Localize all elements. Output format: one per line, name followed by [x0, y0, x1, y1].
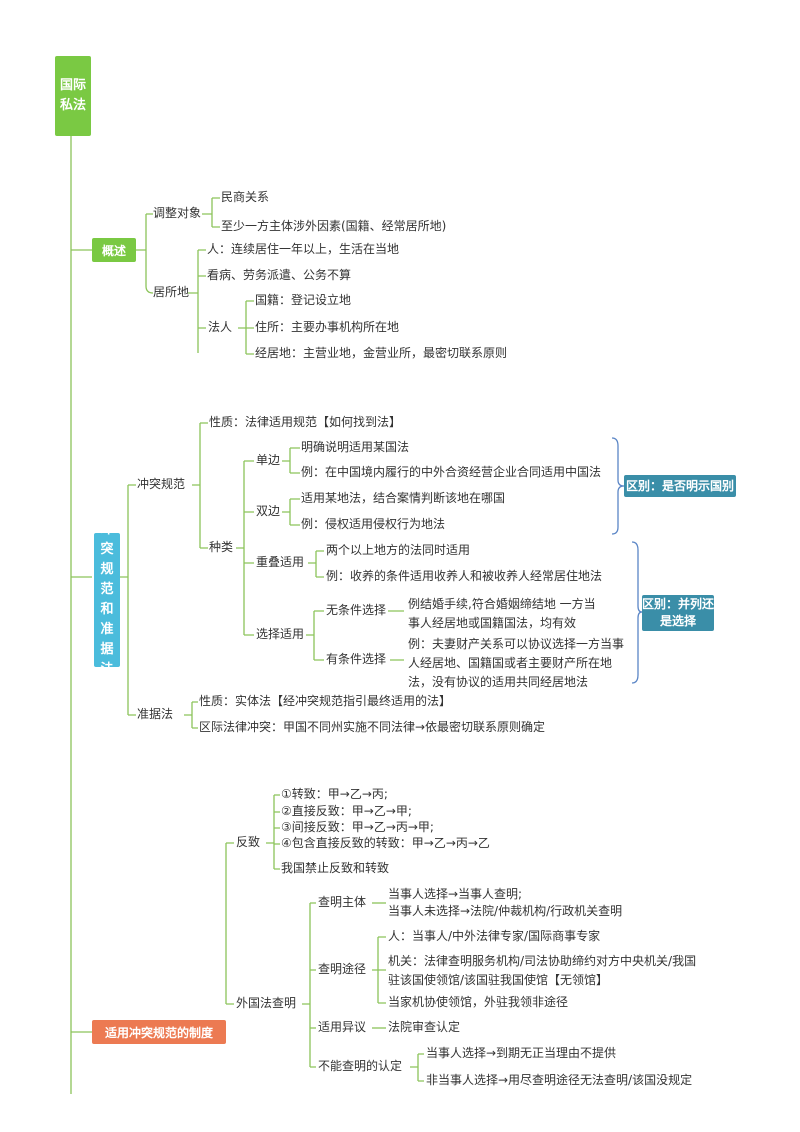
- unilateral: 单边: [256, 453, 281, 467]
- transmission: ①转致：甲→乙→丙;: [281, 787, 388, 801]
- ways-note: 当家机协使领馆，外驻我领非途径: [388, 995, 569, 1009]
- conflict-kinds: 种类: [209, 540, 234, 554]
- residence: 居所地: [153, 285, 190, 299]
- conflict-norm: 冲突规范: [137, 477, 186, 491]
- conflict-nature: 性质：法律适用规范【如何找到法】: [209, 415, 402, 429]
- unable-party-choice: 当事人选择→到期无正当理由不提供: [426, 1046, 617, 1060]
- unilateral-example: 例：在中国境内履行的中外合资经营企业合同适用中国法: [301, 465, 602, 479]
- adjust-object: 调整对象: [153, 206, 202, 220]
- unascertainable: 不能查明的认定: [318, 1059, 403, 1073]
- difference-note-1: 区别：是否明示国别: [624, 475, 736, 497]
- overlapping-application: 重叠适用: [256, 555, 305, 569]
- overlap-example: 例：收养的条件适用收养人和被收养人经常居住地法: [326, 569, 603, 583]
- combined-renvoi: ④包含直接反致的转致：甲→乙→丙→乙: [281, 836, 490, 850]
- foreign-law-ascertainment: 外国法查明: [236, 996, 297, 1010]
- ways-authorities: 机关：法律查明服务机构/司法协助缔约对方中央机关/我国驻该国使领馆/该国驻我国使…: [388, 954, 697, 987]
- conflict-norms-node[interactable]: 冲突规范和准据法: [94, 522, 120, 677]
- subject-no-choice: 当事人未选择→法院/仲裁机构/行政机关查明: [388, 904, 623, 918]
- selective-application: 选择适用: [256, 627, 305, 641]
- interregional-conflict: 区际法律冲突：甲国不同州实施不同法律→依最密切联系原则确定: [199, 720, 546, 734]
- overview-node[interactable]: 概述: [92, 238, 136, 262]
- legal-domicile: 住所：主要办事机构所在地: [255, 320, 400, 334]
- legal-person: 法人: [208, 320, 233, 334]
- conditional-selection: 有条件选择: [326, 652, 387, 666]
- root-node[interactable]: 国际私法: [55, 56, 91, 136]
- renvoi: 反致: [236, 835, 261, 849]
- court-review: 法院审查认定: [388, 1020, 461, 1034]
- foreign-factor: 至少一方主体涉外因素(国籍、经常居所地): [221, 219, 447, 233]
- legal-habitual-residence: 经居地：主营业地，金营业所，最密切联系原则: [255, 346, 508, 360]
- application-system-node[interactable]: 适用冲突规范的制度: [92, 1020, 226, 1044]
- unable-non-party-choice: 非当事人选择→用尽查明途径无法查明/该国没规定: [426, 1073, 693, 1087]
- unconditional-example: 例结婚手续,符合婚姻缔结地 一方当事人经居地或国籍国法，均有效: [408, 597, 596, 630]
- china-renvoi-rule: 我国禁止反致和转致: [281, 861, 390, 875]
- conditional-example: 例：夫妻财产关系可以协议选择一方当事人经居地、国籍国或者主要财产所在地法，没有协…: [408, 637, 625, 689]
- subject-party-choice: 当事人选择→当事人查明;: [388, 887, 523, 901]
- ways-persons: 人：当事人/中外法律专家/国际商事专家: [388, 929, 601, 943]
- legal-nationality: 国籍：登记设立地: [255, 293, 352, 307]
- bilateral-def: 适用某地法，结合案情判断该地在哪国: [301, 491, 506, 505]
- difference-note-2: 区别：并列还是选择: [642, 595, 714, 631]
- civil-commercial: 民商关系: [221, 190, 270, 204]
- residence-exclusions: 看病、劳务派遣、公务不算: [207, 268, 352, 282]
- applicable-law-nature: 性质：实体法【经冲突规范指引最终适用的法】: [199, 694, 452, 708]
- application-objection: 适用异议: [318, 1020, 367, 1034]
- applicable-law: 准据法: [137, 707, 174, 721]
- ascertaining-subject: 查明主体: [318, 895, 367, 909]
- unconditional-selection: 无条件选择: [326, 603, 387, 617]
- direct-renvoi: ②直接反致：甲→乙→甲;: [281, 804, 412, 818]
- bilateral: 双边: [256, 504, 281, 518]
- unilateral-def: 明确说明适用某国法: [301, 440, 410, 454]
- ascertaining-ways: 查明途径: [318, 962, 367, 976]
- person-residence: 人：连续居住一年以上，生活在当地: [207, 242, 400, 256]
- bilateral-example: 例：侵权适用侵权行为地法: [301, 517, 446, 531]
- indirect-renvoi: ③间接反致：甲→乙→丙→甲;: [281, 820, 434, 834]
- overlap-def: 两个以上地方的法同时适用: [326, 543, 471, 557]
